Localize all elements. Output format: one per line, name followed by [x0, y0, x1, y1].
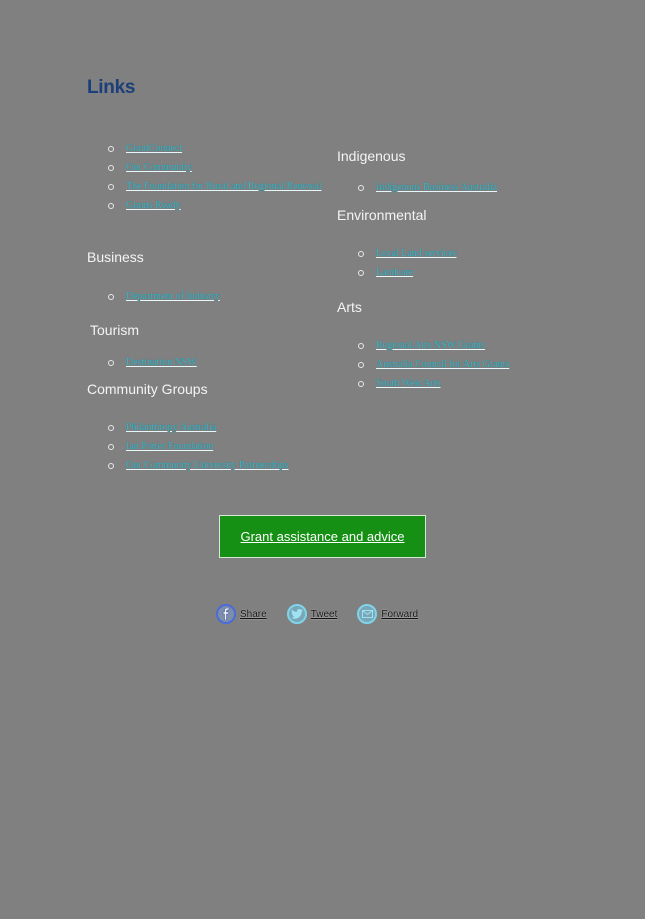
link-ian-potter-foundation[interactable]: Ian Potter Foundation: [126, 441, 214, 452]
bullet-icon: [108, 425, 114, 431]
link-local-land-services[interactable]: Local Land services: [376, 248, 457, 259]
share-label: Share: [240, 608, 267, 620]
business-links-list: Department of Industry: [87, 287, 327, 306]
bullet-icon: [108, 184, 114, 190]
list-item: Local Land services: [337, 244, 577, 263]
community-groups-links-list: Philanthropy Australia Ian Potter Founda…: [87, 418, 347, 475]
bullet-icon: [108, 203, 114, 209]
environmental-links-list: Local Land services Landcare: [337, 244, 577, 282]
email-icon: [357, 604, 378, 624]
cta-container: Grant assistance and advice: [219, 515, 426, 558]
share-twitter-button[interactable]: Tweet: [286, 604, 338, 624]
list-item: GrantConnect: [87, 139, 327, 158]
general-links-list: GrantConnect Our Community The Foundatio…: [87, 139, 327, 215]
link-australia-council-arts-grants[interactable]: Australia Council for Arts Grants: [376, 359, 510, 370]
bullet-icon: [108, 444, 114, 450]
bullet-icon: [358, 343, 364, 349]
bullet-icon: [108, 294, 114, 300]
share-bar: Share Tweet Forward: [216, 604, 438, 624]
link-philanthropy-australia[interactable]: Philanthropy Australia: [126, 422, 217, 433]
tourism-links-list: Destination NSW: [87, 353, 327, 372]
section-heading-tourism: Tourism: [90, 322, 140, 338]
twitter-icon: [286, 604, 307, 624]
list-item: The Foundation for Rural and Regional Re…: [87, 177, 327, 196]
link-our-community-university-partnerships[interactable]: Our Community University Partnerships: [126, 460, 289, 471]
share-email-button[interactable]: Forward: [357, 604, 418, 624]
bullet-icon: [358, 185, 364, 191]
bullet-icon: [108, 165, 114, 171]
share-facebook-button[interactable]: Share: [216, 604, 267, 624]
bullet-icon: [358, 362, 364, 368]
bullet-icon: [358, 251, 364, 257]
link-department-of-industry[interactable]: Department of Industry: [126, 291, 220, 302]
link-frrr[interactable]: The Foundation for Rural and Regional Re…: [126, 181, 322, 192]
bullet-icon: [358, 381, 364, 387]
link-destination-nsw[interactable]: Destination NSW: [126, 357, 197, 368]
bullet-icon: [108, 360, 114, 366]
list-item: Regional Arts NSW Grants: [337, 336, 577, 355]
arts-links-list: Regional Arts NSW Grants Australia Counc…: [337, 336, 577, 393]
link-south-west-arts[interactable]: South West Arts: [376, 378, 441, 389]
section-heading-business: Business: [87, 249, 144, 265]
section-heading-environmental: Environmental: [337, 207, 427, 223]
link-landcare[interactable]: Landcare: [376, 267, 414, 278]
forward-label: Forward: [381, 608, 419, 620]
facebook-icon: [216, 604, 236, 624]
bullet-icon: [108, 463, 114, 469]
tweet-label: Tweet: [310, 608, 338, 620]
list-item: Our Community University Partnerships: [87, 456, 347, 475]
bullet-icon: [358, 270, 364, 276]
section-heading-community-groups: Community Groups: [87, 381, 208, 397]
list-item: Grants Ready: [87, 196, 327, 215]
list-item: Landcare: [337, 263, 577, 282]
list-item: Ian Potter Foundation: [87, 437, 347, 456]
page-title: Links: [87, 77, 136, 98]
indigenous-links-list: Indigenous Business Australia: [337, 178, 577, 197]
list-item: Destination NSW: [87, 353, 327, 372]
list-item: Indigenous Business Australia: [337, 178, 577, 197]
list-item: Department of Industry: [87, 287, 327, 306]
bullet-icon: [108, 146, 114, 152]
grant-assistance-button[interactable]: Grant assistance and advice: [219, 515, 426, 558]
list-item: Australia Council for Arts Grants: [337, 355, 577, 374]
link-grantconnect[interactable]: GrantConnect: [126, 143, 183, 154]
section-heading-indigenous: Indigenous: [337, 148, 406, 164]
list-item: Philanthropy Australia: [87, 418, 347, 437]
section-heading-arts: Arts: [337, 299, 362, 315]
link-regional-arts-nsw-grants[interactable]: Regional Arts NSW Grants: [376, 340, 485, 351]
list-item: South West Arts: [337, 374, 577, 393]
link-our-community[interactable]: Our Community: [126, 162, 192, 173]
link-indigenous-business-australia[interactable]: Indigenous Business Australia: [376, 182, 498, 193]
list-item: Our Community: [87, 158, 327, 177]
link-grants-ready[interactable]: Grants Ready: [126, 200, 181, 211]
